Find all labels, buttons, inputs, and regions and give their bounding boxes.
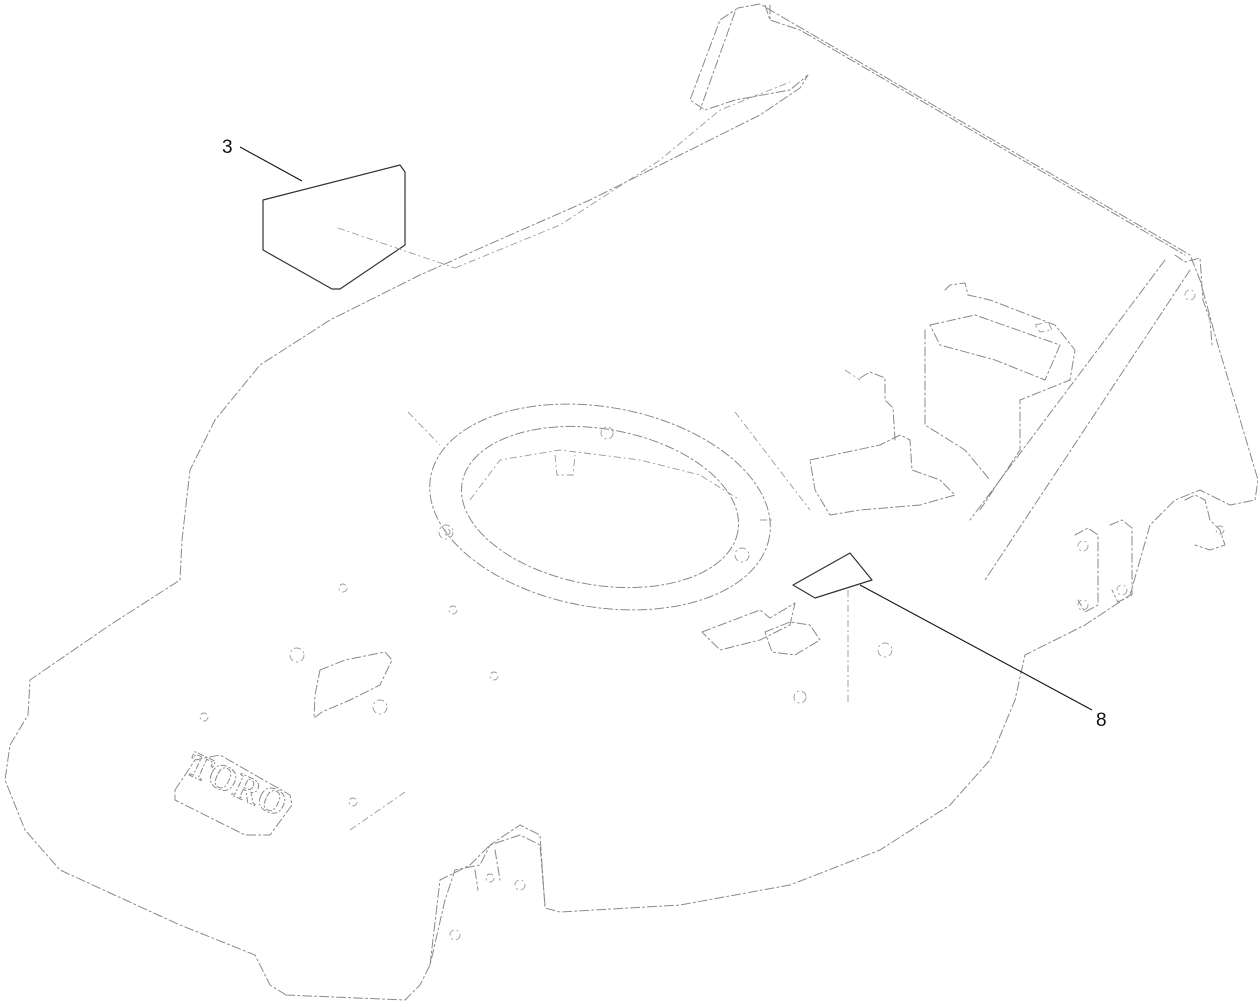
deck-hole-6 xyxy=(199,712,209,722)
engine-bolt-hole-3 xyxy=(734,547,750,563)
side-housing-slot xyxy=(1034,321,1053,333)
deck-hole-9 xyxy=(877,642,893,658)
rear-wall-vertical-1 xyxy=(699,11,736,111)
mower-deck-body xyxy=(4,3,1258,1001)
side-rivet-5 xyxy=(1215,525,1225,535)
front-wheel-bracket xyxy=(429,834,546,966)
side-housing-wall xyxy=(924,329,991,481)
decal-3-outline xyxy=(262,164,406,290)
logo-plate-outline xyxy=(174,754,293,836)
callout-8: 8 xyxy=(859,584,1107,731)
logo-text: TORO xyxy=(181,744,293,825)
engine-bolt-hole-4 xyxy=(443,528,451,536)
decal-8-ghost-slot xyxy=(764,621,821,656)
deck-logo-emboss: TORO xyxy=(174,743,294,836)
side-housing-inner-panel xyxy=(929,314,1061,381)
decal-part-3 xyxy=(262,164,456,290)
deck-outer-outline xyxy=(4,3,1258,1001)
rear-height-bracket-1 xyxy=(1074,527,1099,613)
callout-3-leader xyxy=(239,146,303,182)
side-rivet-3 xyxy=(1077,599,1089,611)
engine-bolt-hole-2 xyxy=(438,524,454,540)
decal-3-projection-line xyxy=(337,227,456,269)
deck-inner-crown-line xyxy=(454,81,791,269)
rear-wall-top-edge xyxy=(764,4,1186,256)
deck-hole-3 xyxy=(289,647,305,663)
guide-line-right xyxy=(734,411,811,511)
callout-8-leader xyxy=(859,584,1093,711)
guide-line-front xyxy=(349,791,406,831)
front-bracket-hole-1 xyxy=(514,879,526,891)
callout-3: 3 xyxy=(222,137,303,182)
deck-hole-1 xyxy=(338,583,348,593)
deck-hole-8 xyxy=(793,690,807,704)
side-housing-bracket xyxy=(944,282,1076,511)
side-rivet-4 xyxy=(1116,584,1128,596)
engine-mount-ring-inner xyxy=(460,425,740,589)
callout-8-label: 8 xyxy=(1096,710,1107,731)
guide-line-left xyxy=(407,411,441,446)
side-housing-rail-1 xyxy=(969,259,1166,521)
rear-wheel-boss xyxy=(1184,494,1226,551)
decal-8-outline xyxy=(792,552,873,599)
front-handle-cutout xyxy=(313,651,393,719)
engine-mount-opening xyxy=(469,449,741,501)
callout-3-label: 3 xyxy=(222,137,233,158)
side-housing-front-edge xyxy=(1174,254,1213,346)
side-housing-rail-2 xyxy=(984,269,1191,581)
engine-mount-ring-outer xyxy=(429,403,771,611)
baffle-outline xyxy=(809,434,956,516)
side-rivet-1 xyxy=(1184,289,1196,301)
rear-height-bracket-2 xyxy=(1109,519,1133,603)
deck-hole-4 xyxy=(489,671,499,681)
deck-hole-5 xyxy=(372,699,388,715)
front-bracket-hole-2 xyxy=(449,929,461,941)
decal-part-8 xyxy=(701,552,873,705)
engine-mount-lip xyxy=(554,454,576,476)
deck-hole-2 xyxy=(448,605,458,615)
baffle-tab-2 xyxy=(844,369,861,381)
deck-hole-7 xyxy=(348,797,358,807)
baffle-tab-1 xyxy=(859,371,896,441)
front-bracket-hole-3 xyxy=(485,873,495,883)
side-rivet-2 xyxy=(1077,540,1089,552)
decal-8-ghost-position xyxy=(701,602,796,651)
engine-bolt-hole-1 xyxy=(600,426,614,440)
